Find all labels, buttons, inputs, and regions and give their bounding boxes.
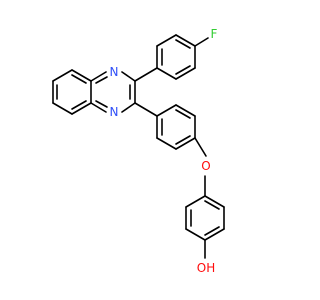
structure-canvas: F N N O OH (52, 27, 225, 275)
nitrogen-bottom-label: N (110, 105, 119, 119)
benzo-ring (52, 69, 92, 115)
fluorophenyl-ring (134, 34, 209, 82)
pyrazine-ring (90, 71, 136, 113)
ether-oxygen-label: O (201, 159, 210, 173)
nitrogen-top-label: N (110, 65, 119, 79)
molecule-structure: F N N O OH (52, 27, 225, 275)
phenol-ring (185, 175, 225, 259)
atom-labels: F N N O OH (110, 27, 218, 275)
hydroxyl-label: OH (197, 261, 215, 275)
phenylene-ring (134, 102, 207, 157)
fluorine-label: F (211, 27, 218, 41)
